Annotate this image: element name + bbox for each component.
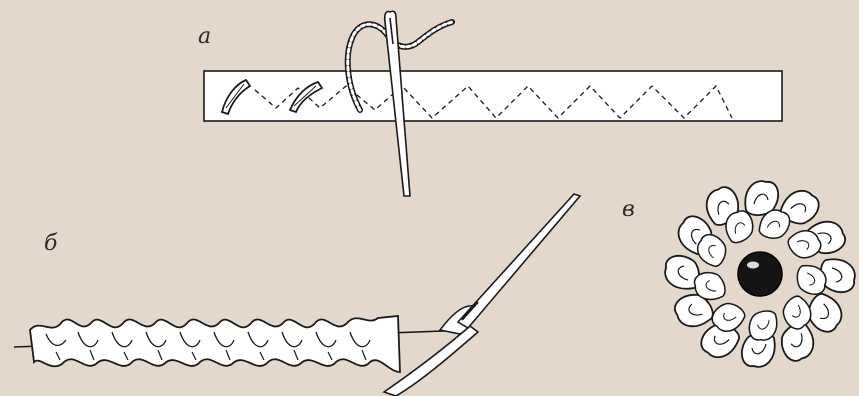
label-v: в — [622, 199, 635, 221]
panel-a — [204, 11, 782, 196]
gathered-ribbon — [30, 316, 400, 372]
bead-icon — [738, 252, 782, 296]
panel-v — [665, 181, 855, 367]
needle-b-icon — [458, 194, 580, 328]
label-b: б — [44, 233, 57, 255]
label-a: а — [198, 26, 211, 48]
fabric-strip — [204, 71, 782, 121]
panel-b — [14, 194, 580, 396]
